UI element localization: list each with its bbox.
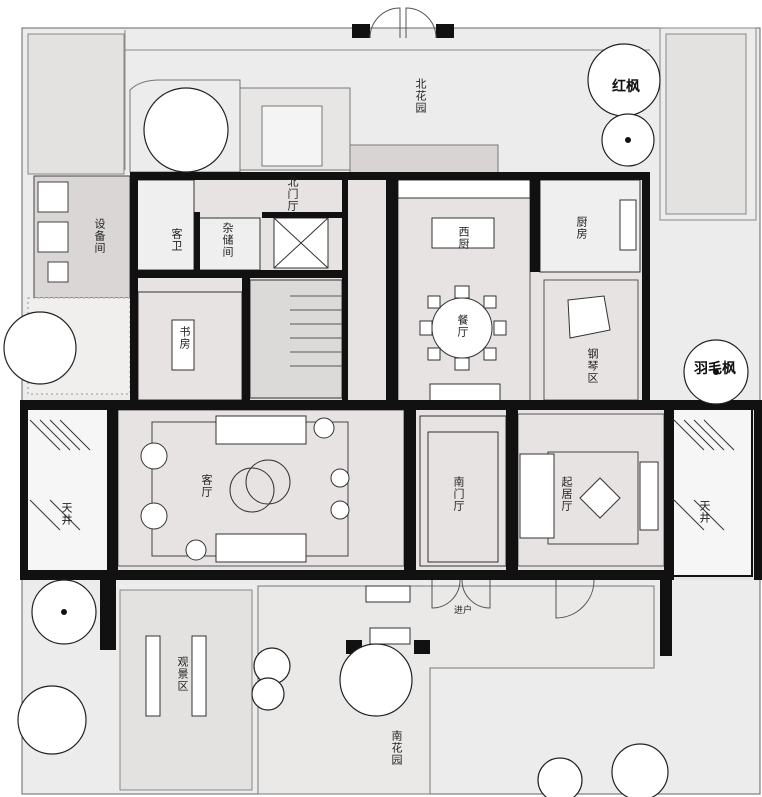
label-dining: 餐厅 xyxy=(456,314,468,338)
tree-south-west-2 xyxy=(17,685,87,755)
label-tree-feather-maple: 羽毛枫 xyxy=(694,360,736,376)
north-step xyxy=(349,144,499,174)
tree-west-terrace xyxy=(3,311,77,385)
label-viewing: 观景区 xyxy=(176,656,188,692)
tree-south-east-2 xyxy=(611,743,669,797)
family-table xyxy=(579,477,621,519)
courtyard-hatching xyxy=(29,419,735,531)
label-north-garden: 北花园 xyxy=(414,78,426,114)
tv-cabinet xyxy=(639,461,659,531)
piano xyxy=(567,295,611,339)
north-gate-swing xyxy=(369,7,437,39)
label-north-entry: 北门厅 xyxy=(286,176,298,212)
label-storage: 杂储间 xyxy=(221,222,233,258)
coffee-table-2 xyxy=(245,459,291,505)
tree-north-west xyxy=(143,87,229,173)
west-garden-bed xyxy=(27,33,125,175)
south-gate-frame xyxy=(369,627,411,645)
north-gate-post-left xyxy=(352,24,370,38)
study-desk xyxy=(171,319,195,371)
label-kitchen: 厨房 xyxy=(575,216,587,240)
label-entry: 进户 xyxy=(454,605,473,615)
north-entry-court-inner xyxy=(261,105,323,167)
shrub-2 xyxy=(251,677,285,711)
tree-south-garden-1 xyxy=(339,643,413,717)
south-entry-inner xyxy=(427,431,499,563)
sofa-north xyxy=(215,415,307,445)
family-sofa xyxy=(519,453,555,539)
walls xyxy=(20,172,762,656)
kitchen-island xyxy=(431,217,495,249)
viewing-bench-1 xyxy=(145,635,161,717)
coffee-table-1 xyxy=(229,467,275,513)
south-gate-post-right xyxy=(414,640,430,654)
label-south-entry: 南门厅 xyxy=(452,476,464,512)
viewing-bench-2 xyxy=(191,635,207,717)
shoe-cabinet xyxy=(365,585,411,603)
tree-south-east xyxy=(537,757,583,797)
sofa-south xyxy=(215,533,307,563)
kitchen-counter xyxy=(397,179,531,199)
south-door-swing xyxy=(431,579,491,609)
courtyard-right xyxy=(669,405,753,577)
label-tree-maple: 红枫 xyxy=(612,78,640,94)
label-piano: 钢琴区 xyxy=(586,348,598,384)
tree-centers xyxy=(61,137,719,615)
north-gate-post-right xyxy=(436,24,454,38)
living-armchairs xyxy=(140,417,350,561)
label-bath: 客卫 xyxy=(170,228,182,252)
label-courtyard-left: 天井 xyxy=(60,502,72,526)
west-planter xyxy=(129,79,241,173)
equipment-unit-3 xyxy=(47,261,69,283)
east-garden-frame xyxy=(659,27,757,221)
kitchen-range xyxy=(619,199,637,251)
bath-room xyxy=(133,179,195,271)
dining-chairs xyxy=(419,285,507,371)
label-living: 客厅 xyxy=(200,474,212,498)
viewing-area xyxy=(119,589,253,791)
staircase xyxy=(249,279,343,399)
label-equipment: 设备间 xyxy=(93,218,105,254)
east-garden-bed xyxy=(665,33,747,215)
equipment-unit-1 xyxy=(37,181,69,213)
north-walkway-line xyxy=(124,30,650,170)
label-study: 书房 xyxy=(178,326,190,350)
elevator-cross xyxy=(273,217,329,269)
label-courtyard-right: 天井 xyxy=(698,500,710,524)
courtyard-left xyxy=(25,405,109,577)
stair-treads xyxy=(290,295,342,367)
label-south-garden: 南花园 xyxy=(390,730,402,766)
label-family-room: 起居厅 xyxy=(560,476,572,512)
equipment-unit-2 xyxy=(37,221,69,253)
side-door-swing xyxy=(555,579,595,619)
south-garden-path xyxy=(257,585,655,795)
label-western-kitchen: 西厨 xyxy=(457,226,469,250)
